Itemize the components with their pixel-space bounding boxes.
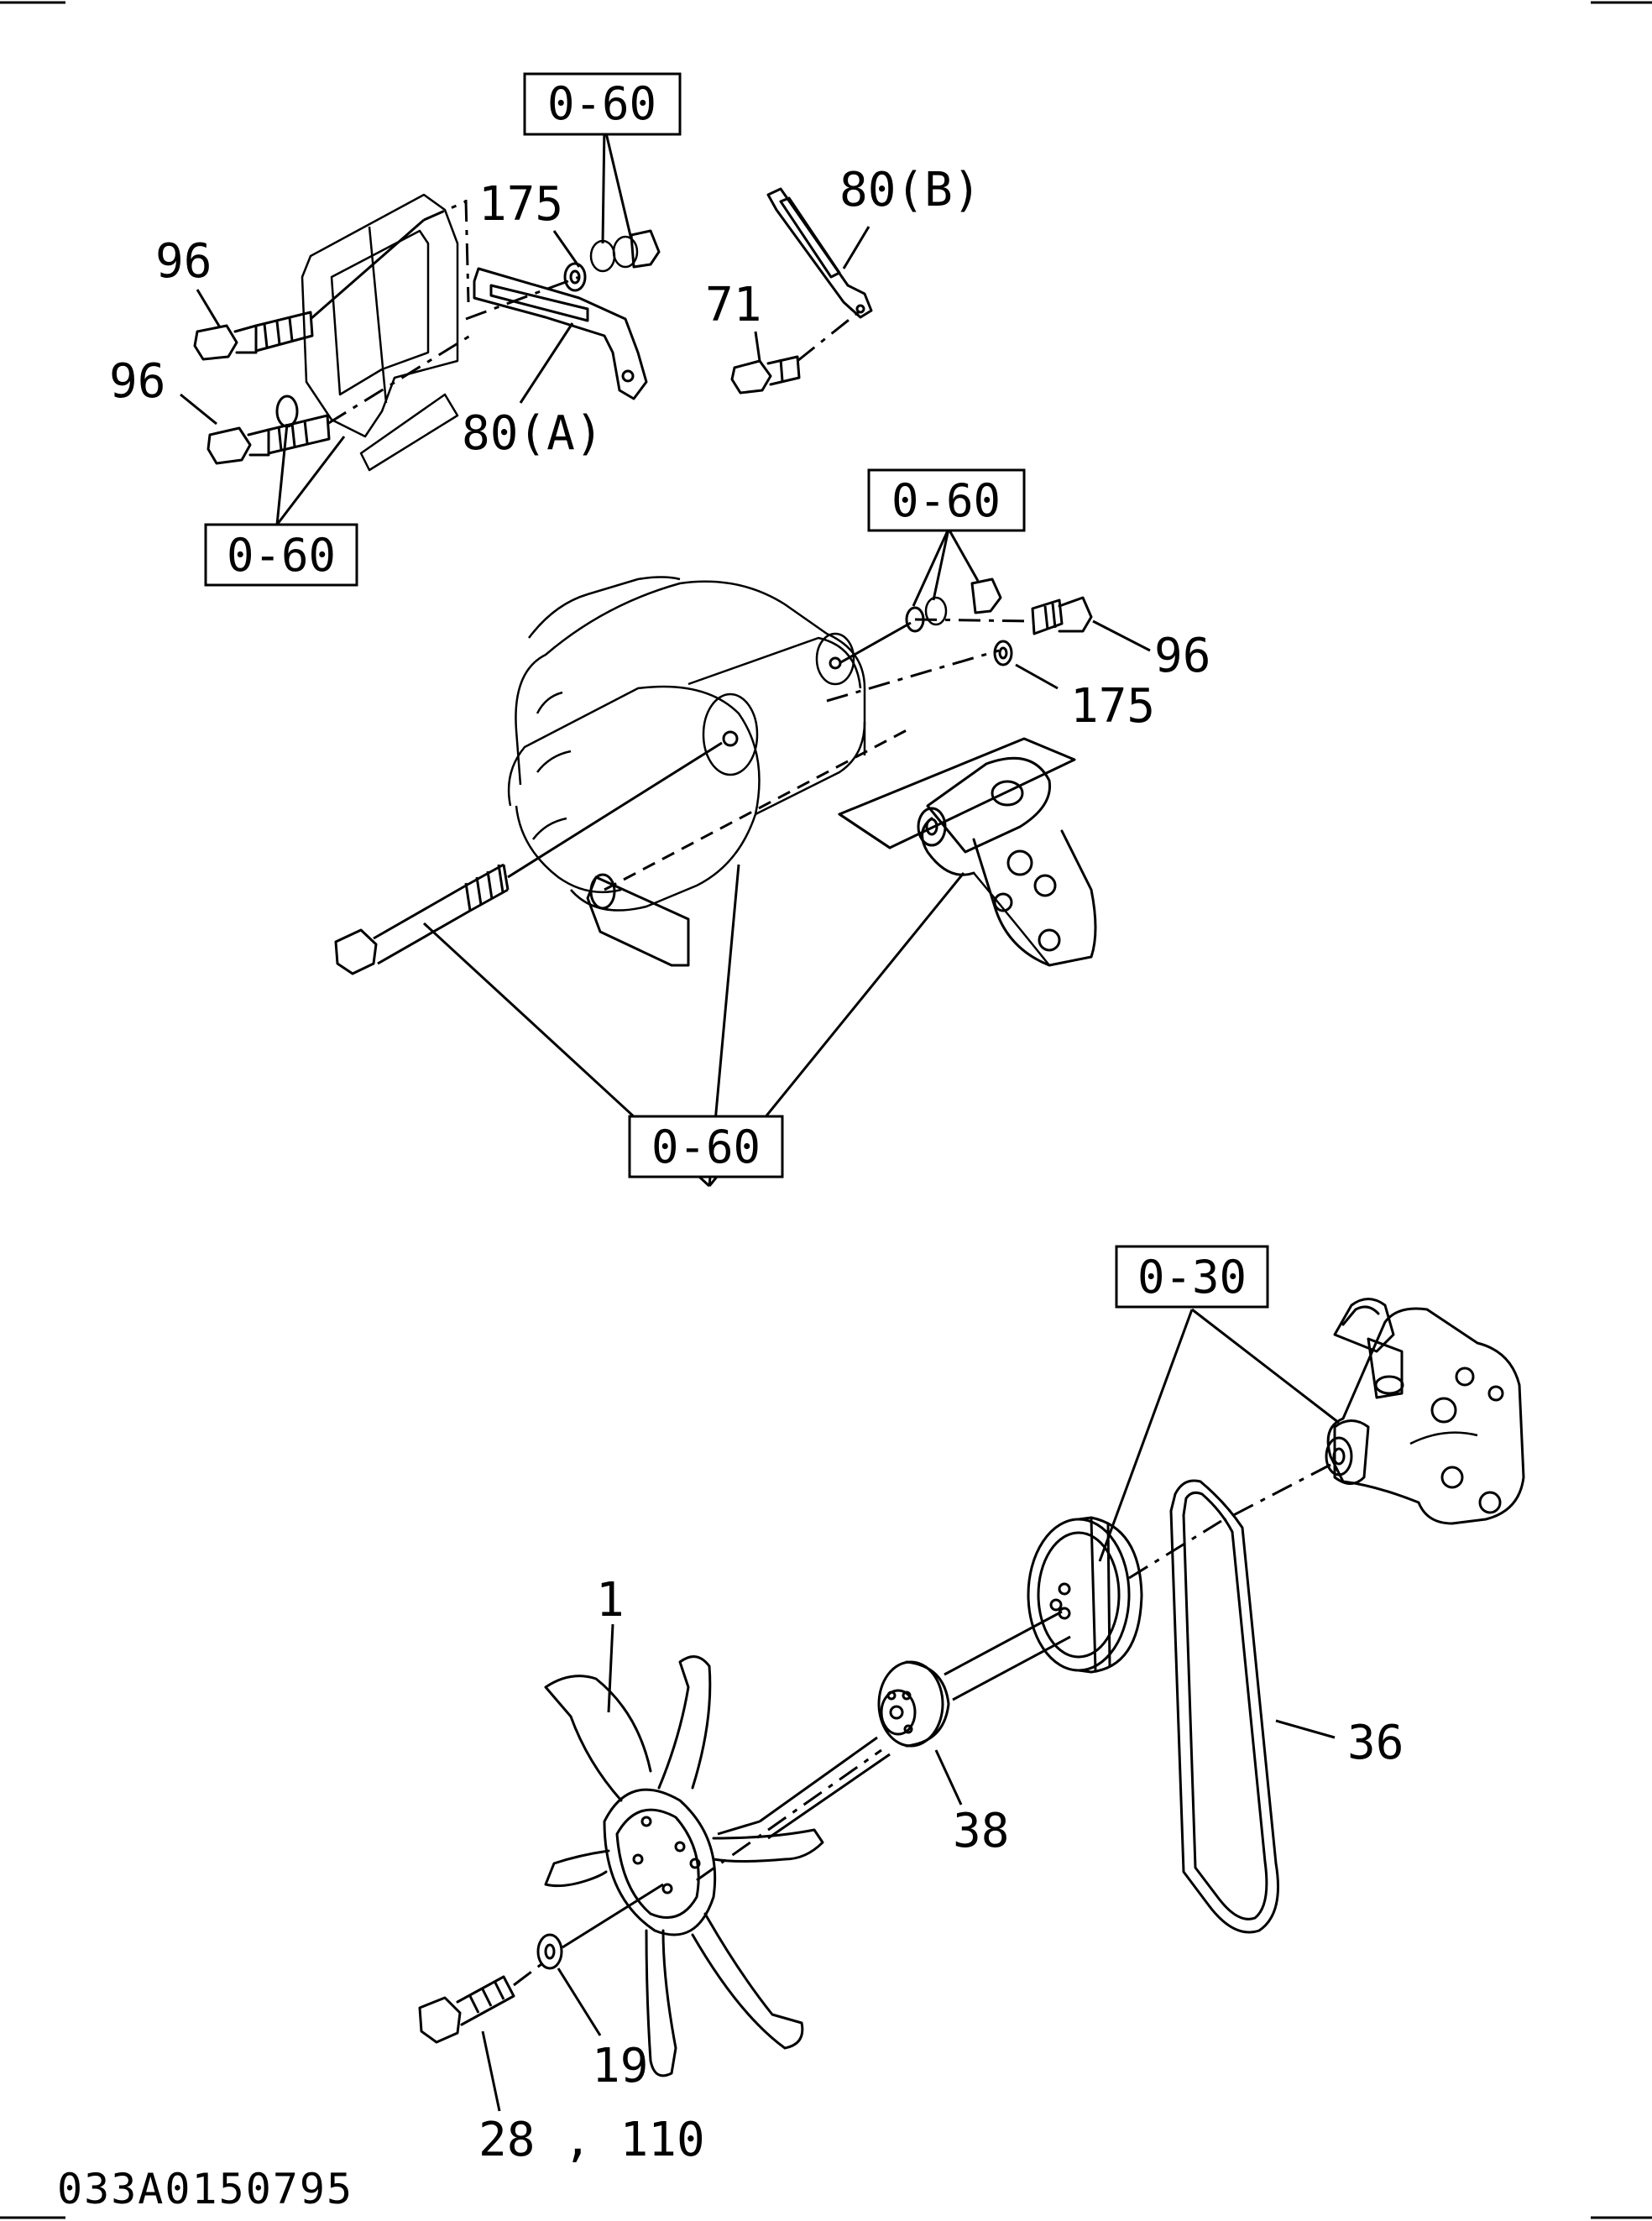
fan-icon (544, 1655, 824, 2077)
label-71: 71 (705, 278, 761, 332)
label-36: 36 (1347, 1716, 1404, 1770)
ref-box-label: 0-60 (227, 529, 336, 582)
alternator-assembly (334, 528, 1151, 1188)
bolt-icon (418, 1975, 515, 2044)
bolt-icon (193, 311, 314, 361)
spacer-icon (877, 1660, 950, 1748)
label-96-upper: 96 (155, 234, 212, 289)
washer-icon (536, 1933, 563, 1970)
label-28-110: 28 , 110 (478, 2113, 705, 2167)
label-1: 1 (596, 1573, 625, 1628)
label-175-right: 175 (1070, 679, 1155, 734)
label-80a: 80(A) (462, 406, 604, 461)
ref-box-label: 0-60 (547, 77, 656, 130)
washer-icon (275, 395, 299, 428)
washer-icon (993, 640, 1013, 666)
fan-drive-assembly (418, 1298, 1525, 2112)
mounting-bracket-icon (838, 737, 1097, 967)
label-38: 38 (953, 1804, 1009, 1858)
bracket-80a-icon (473, 267, 648, 400)
label-175-top: 175 (478, 177, 563, 232)
alternator-icon (507, 576, 866, 967)
ref-box-0-60-top[interactable]: 0-60 (523, 72, 682, 136)
water-pump-icon (1325, 1298, 1525, 1525)
ref-box-0-30[interactable]: 0-30 (1115, 1245, 1269, 1309)
v-belt-icon (1169, 1479, 1279, 1934)
ref-box-label: 0-60 (891, 474, 1001, 527)
ref-box-0-60-left[interactable]: 0-60 (204, 523, 358, 587)
bracket-assembly-top (180, 125, 873, 525)
ref-box-0-60-mid[interactable]: 0-60 (867, 468, 1026, 532)
ref-box-label: 0-30 (1137, 1251, 1247, 1304)
label-80b: 80(B) (839, 163, 981, 217)
drawing-code: 033A0150795 (57, 2165, 353, 2213)
bolt-icon (206, 414, 331, 465)
ref-box-label: 0-60 (651, 1121, 761, 1173)
label-96-lower: 96 (109, 354, 165, 409)
washer-icon (563, 262, 587, 292)
bolt-icon (334, 863, 510, 975)
ref-box-0-60-bottom[interactable]: 0-60 (628, 1115, 784, 1178)
bolt-icon (730, 355, 801, 395)
label-96-right: 96 (1154, 629, 1210, 683)
label-19: 19 (592, 2039, 648, 2093)
bolt-icon (1031, 596, 1093, 635)
